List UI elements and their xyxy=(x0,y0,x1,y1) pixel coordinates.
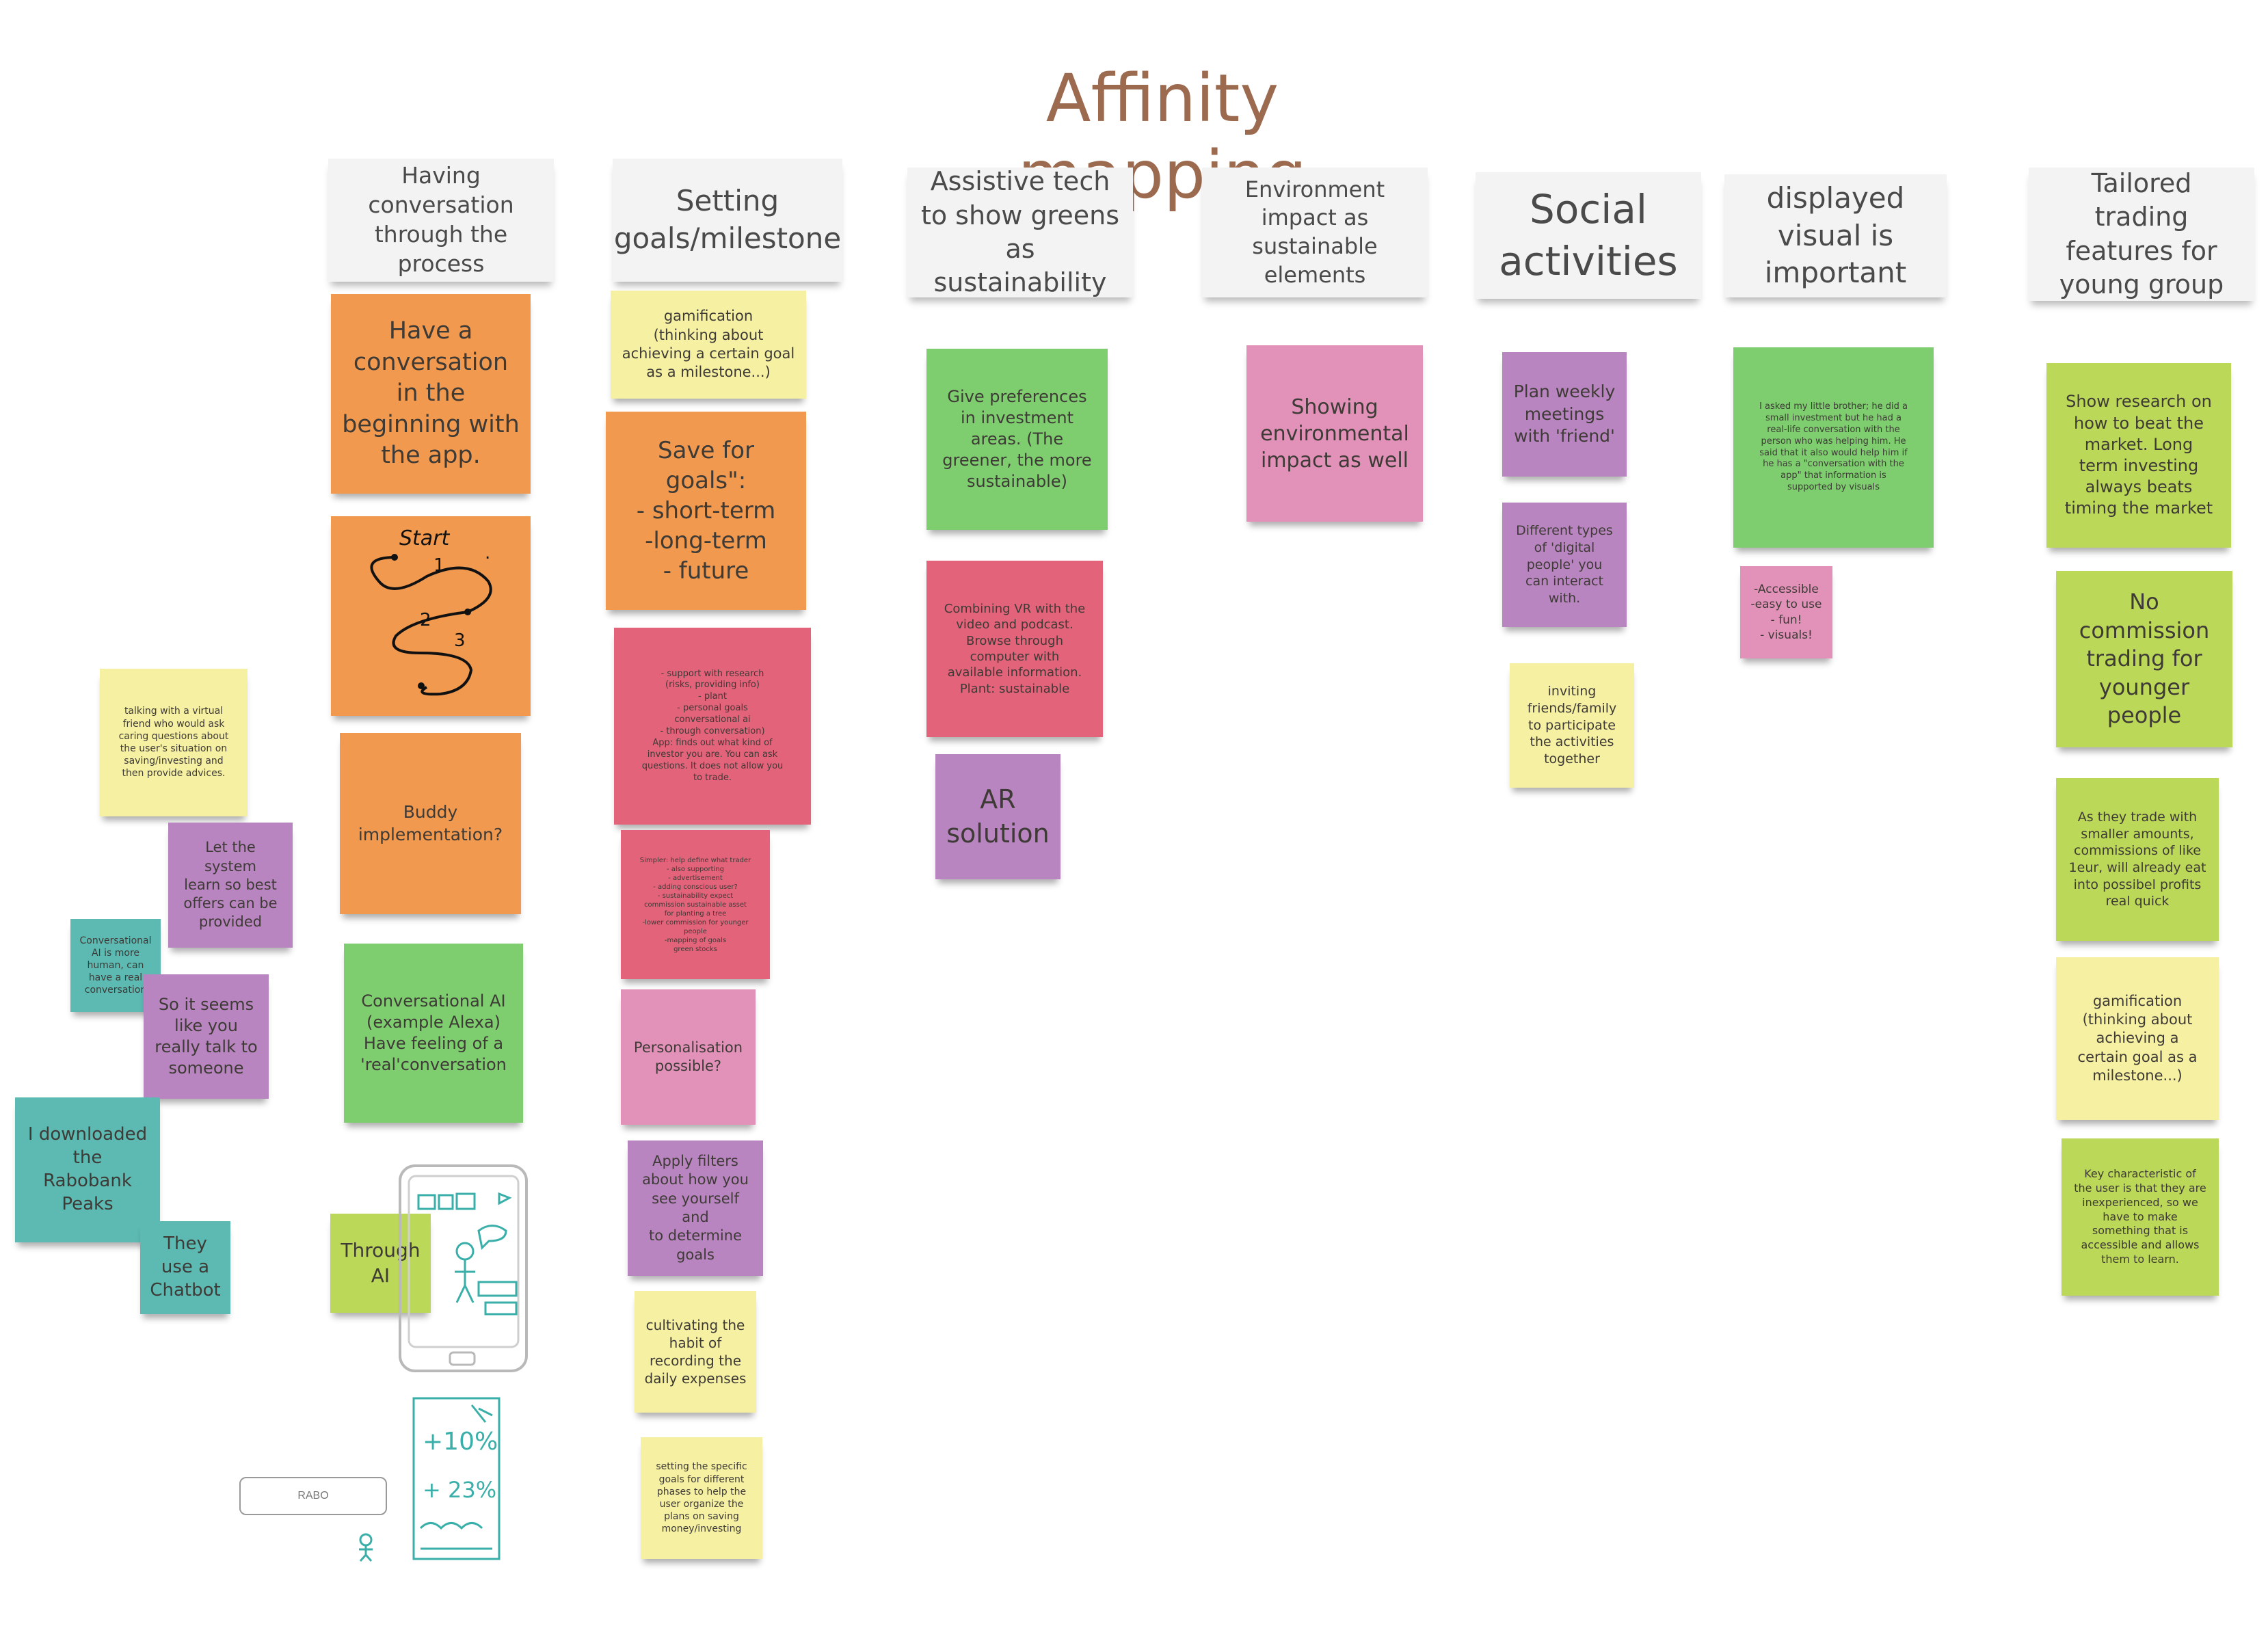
note-key-characteristic[interactable]: Key characteristic of the user is that t… xyxy=(2062,1138,2219,1296)
note-digital-people[interactable]: Different types of 'digital people' you … xyxy=(1502,503,1627,627)
header-goals[interactable]: Setting goals/milestone xyxy=(613,159,842,282)
start-label: Start xyxy=(399,526,451,550)
growth-sketch-icon: +10% + 23% xyxy=(412,1397,501,1560)
svg-text:.: . xyxy=(485,543,490,563)
note-inviting[interactable]: inviting friends/family to participate t… xyxy=(1510,663,1634,788)
note-virtual-friend[interactable]: talking with a virtual friend who would … xyxy=(100,669,248,816)
svg-text:1: 1 xyxy=(433,555,445,576)
header-trading[interactable]: Tailored trading features for young grou… xyxy=(2029,168,2254,301)
note-combining-vr[interactable]: Combining VR with the video and podcast.… xyxy=(926,561,1103,737)
sketch-text-2: + 23% xyxy=(423,1477,496,1503)
note-start-sketch[interactable]: Start 1 2 3 . xyxy=(331,516,531,716)
note-specific-goals[interactable]: setting the specific goals for different… xyxy=(641,1437,762,1559)
header-conversation[interactable]: Having conversation through the process xyxy=(328,159,554,282)
header-assistive-tech[interactable]: Assistive tech to show greens as sustain… xyxy=(907,166,1133,297)
phone-sketch-icon xyxy=(399,1164,528,1372)
note-system-learn[interactable]: Let the system learn so best offers can … xyxy=(168,823,293,948)
rabo-frame[interactable]: RABO xyxy=(239,1477,387,1515)
note-apply-filters[interactable]: Apply filters about how you see yourself… xyxy=(628,1140,763,1276)
note-cultivating[interactable]: cultivating the habit of recording the d… xyxy=(635,1291,756,1413)
note-plan-weekly[interactable]: Plan weekly meetings with 'friend' xyxy=(1502,352,1627,477)
note-simpler[interactable]: Simpler: help define what trader - also … xyxy=(621,830,770,979)
note-show-research[interactable]: Show research on how to beat the market.… xyxy=(2046,363,2231,548)
note-chatbot[interactable]: They use a Chatbot xyxy=(140,1221,230,1314)
note-no-commission[interactable]: No commission trading for younger people xyxy=(2056,571,2232,747)
note-little-brother[interactable]: I asked my little brother; he did a smal… xyxy=(1733,347,1934,548)
note-save-for-goals[interactable]: Save for goals": - short-term -long-term… xyxy=(606,412,806,610)
note-showing-environmental[interactable]: Showing environmental impact as well xyxy=(1246,345,1423,522)
note-gamification-2[interactable]: gamification (thinking about achieving a… xyxy=(2056,957,2219,1120)
person-doodle-icon xyxy=(359,1533,373,1562)
note-seems-talk[interactable]: So it seems like you really talk to some… xyxy=(144,974,269,1099)
note-have-conversation[interactable]: Have a conversation in the beginning wit… xyxy=(331,294,531,494)
note-support-research[interactable]: - support with research (risks, providin… xyxy=(614,628,811,825)
note-conversational-ai-alexa[interactable]: Conversational AI (example Alexa) Have f… xyxy=(344,944,523,1123)
note-gamification-1[interactable]: gamification (thinking about achieving a… xyxy=(611,291,806,399)
sketch-text-1: +10% xyxy=(423,1428,498,1456)
header-environment[interactable]: Environment impact as sustainable elemen… xyxy=(1202,168,1428,297)
svg-text:2: 2 xyxy=(420,610,431,630)
note-buddy[interactable]: Buddy implementation? xyxy=(340,733,521,914)
header-visual[interactable]: displayed visual is important xyxy=(1724,174,1947,297)
note-personalisation[interactable]: Personalisation possible? xyxy=(621,989,756,1125)
note-ar-solution[interactable]: AR solution xyxy=(935,754,1060,879)
note-downloaded-peaks[interactable]: I downloaded the Rabobank Peaks xyxy=(15,1097,160,1242)
note-smaller-amounts[interactable]: As they trade with smaller amounts, comm… xyxy=(2056,778,2219,941)
note-through-ai[interactable]: Through AI xyxy=(330,1214,431,1313)
header-social[interactable]: Social activities xyxy=(1476,172,1701,299)
svg-text:3: 3 xyxy=(454,630,466,651)
path-doodle-icon: Start 1 2 3 . xyxy=(370,526,492,696)
note-give-preferences[interactable]: Give preferences in investment areas. (T… xyxy=(926,349,1108,530)
note-accessible[interactable]: -Accessible -easy to use - fun! - visual… xyxy=(1740,566,1832,658)
